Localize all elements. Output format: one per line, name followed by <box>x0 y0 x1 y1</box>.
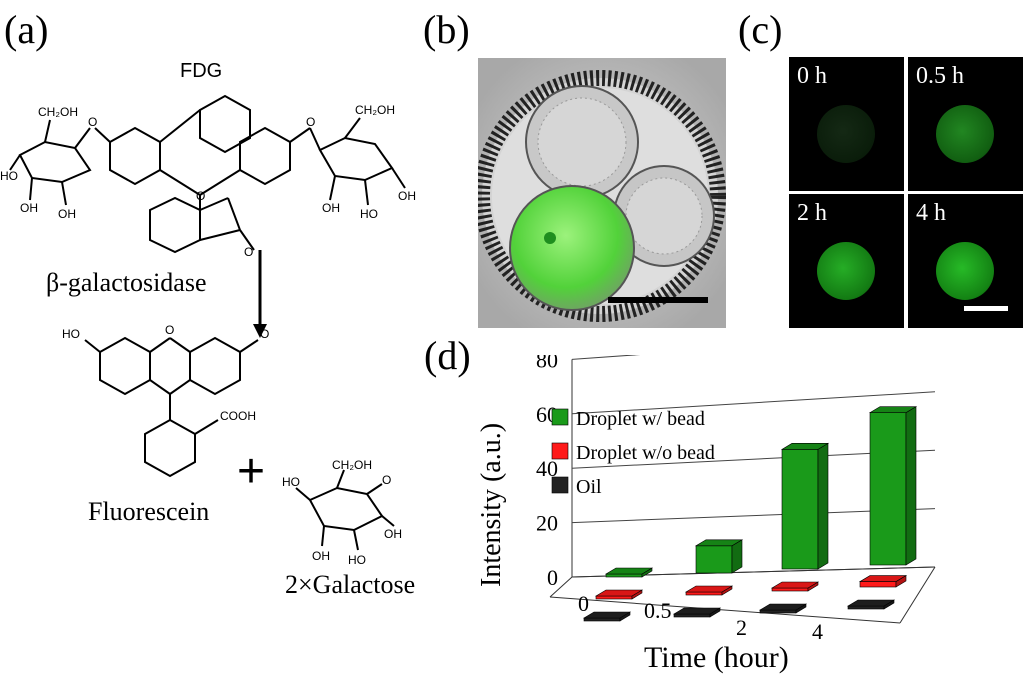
fdg-o-left: O <box>88 115 97 129</box>
droplet-fluorescence <box>817 105 875 163</box>
fdg-ho-left: HO <box>0 169 18 183</box>
bar-top <box>604 567 654 575</box>
fl-cooh: COOH <box>220 409 256 423</box>
y-axis-label: Intensity (a.u.) <box>476 423 507 587</box>
legend-swatch <box>551 442 569 460</box>
bar-front <box>859 581 897 588</box>
fdg-oh-left-2: OH <box>58 207 76 221</box>
bar-front <box>673 613 711 618</box>
timelapse-frame: 0 h <box>789 57 904 191</box>
x-axis-label: Time (hour) <box>644 641 789 674</box>
gal-oh-2: OH <box>312 549 330 563</box>
floor-front-edge <box>549 596 901 624</box>
gridline <box>571 391 936 415</box>
bar-top <box>594 589 644 597</box>
panel-label-c: (c) <box>738 7 783 52</box>
bar-top <box>582 611 632 619</box>
bar-front <box>595 595 633 600</box>
plus-sign: + <box>237 445 266 498</box>
fdg-oh-right-1: OH <box>398 189 416 203</box>
bar-top <box>694 539 744 547</box>
bar-top <box>858 575 908 582</box>
timelapse-time-label: 2 h <box>797 200 827 226</box>
reaction-arrow <box>253 250 267 338</box>
timelapse-time-label: 0 h <box>797 63 827 89</box>
gal-o: O <box>382 473 391 487</box>
timelapse-time-label: 4 h <box>916 200 946 226</box>
bar-front <box>605 573 643 578</box>
fdg-oh-left-1: OH <box>20 201 38 215</box>
droplet-fluorescence <box>817 242 875 300</box>
timelapse-frame: 4 h <box>908 194 1023 328</box>
fdg-structure: CH₂OH HO OH OH O O O O CH₂OH OH HO OH <box>0 94 416 259</box>
droplet-fluorescence <box>936 105 994 163</box>
y-tick-label: 80 <box>536 355 558 372</box>
bar-top <box>780 443 830 450</box>
fdg-label: FDG <box>180 60 223 82</box>
bar-side <box>905 406 917 566</box>
bar-top <box>846 599 896 607</box>
x-tick-label: 0 <box>578 591 589 616</box>
bar-top <box>672 607 722 615</box>
fdg-oh-right-3: OH <box>322 201 340 215</box>
fdg-o-lactone: O <box>244 245 253 259</box>
gridline <box>571 355 641 360</box>
gal-ch2oh: CH₂OH <box>332 460 372 472</box>
droplet-fluorescence <box>936 242 994 300</box>
fdg-o-right: O <box>306 115 315 129</box>
panel-label-b: (b) <box>423 7 470 52</box>
bar-front <box>759 609 797 614</box>
x-tick-label: 2 <box>736 615 747 640</box>
fdg-o-core: O <box>196 189 205 203</box>
gal-ho-2: HO <box>348 553 366 567</box>
y-tick-label: 20 <box>536 511 558 536</box>
legend-label: Oil <box>576 476 602 498</box>
gal-ho: HO <box>282 475 300 489</box>
galactose-structure: CH₂OH HO O OH OH HO <box>282 460 402 567</box>
bar-top <box>868 406 918 413</box>
gal-oh-1: OH <box>384 527 402 541</box>
bar-front <box>685 591 723 596</box>
fl-o-core: O <box>165 323 174 337</box>
bar-top <box>770 581 820 589</box>
y-tick-label: 40 <box>536 456 558 481</box>
fdg-oh-right-2: HO <box>360 207 378 221</box>
fluorescein-structure: HO O O COOH <box>62 323 269 478</box>
bar-side <box>817 442 829 570</box>
legend-label: Droplet w/ bead <box>576 408 705 430</box>
fl-o-keto: O <box>260 327 269 341</box>
enzyme-label: β-galactosidase <box>46 268 207 297</box>
x-tick-label: 4 <box>812 619 823 644</box>
scale-bar-c <box>964 306 1008 311</box>
floor-right-edge <box>899 566 936 624</box>
droplet-micrograph <box>478 58 726 328</box>
bar-front <box>583 617 621 622</box>
timelapse-frame: 2 h <box>789 194 904 328</box>
bar-front <box>695 545 733 574</box>
timelapse-time-label: 0.5 h <box>916 63 964 89</box>
bar-front <box>781 449 819 570</box>
fdg-ch2oh-right: CH₂OH <box>355 103 395 117</box>
galactose-label: 2×Galactose <box>285 570 416 599</box>
bar-front <box>869 412 907 566</box>
y-tick-label: 0 <box>547 565 558 590</box>
fdg-ch2oh-left: CH₂OH <box>38 105 78 119</box>
panel-label-d: (d) <box>424 333 471 378</box>
x-tick-label: 0.5 <box>644 598 672 623</box>
bar-top <box>684 585 734 593</box>
timelapse-frame: 0.5 h <box>908 57 1023 191</box>
legend-swatch <box>551 408 569 426</box>
panel-label-a: (a) <box>4 7 49 52</box>
bar-front <box>847 605 885 610</box>
legend-swatch <box>551 476 569 494</box>
legend-label: Droplet w/o bead <box>576 442 715 464</box>
floor-left-edge <box>549 576 573 598</box>
bar-top <box>758 603 808 611</box>
bar-front <box>771 587 809 592</box>
fl-ho: HO <box>62 327 80 341</box>
fluorescein-label: Fluorescein <box>88 497 210 526</box>
reaction-scheme: FDG <box>0 60 420 678</box>
